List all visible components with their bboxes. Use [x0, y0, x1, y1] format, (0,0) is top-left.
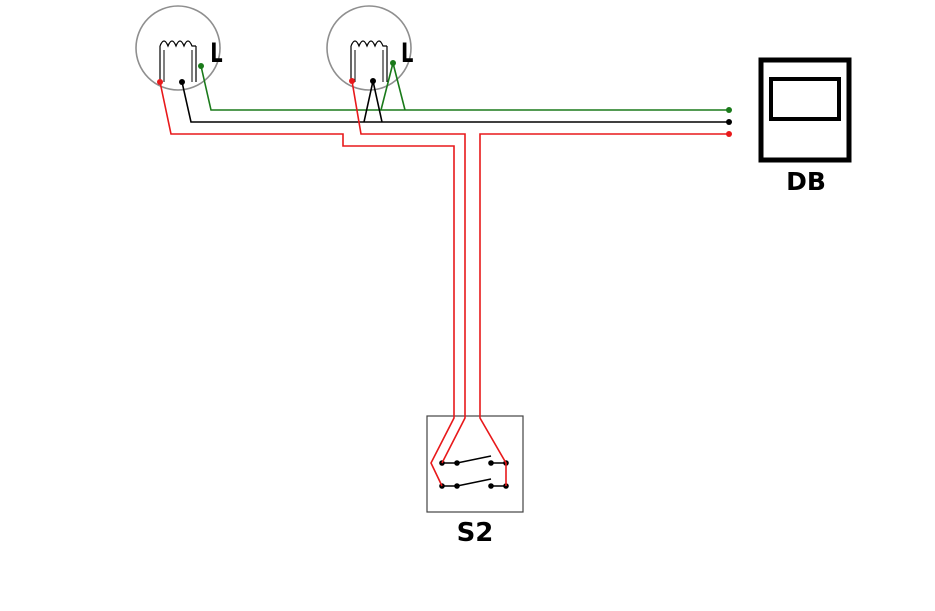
neutral-wires — [181, 80, 729, 123]
lamp-2-filament-icon — [350, 40, 388, 82]
switch-1-contacts — [442, 455, 506, 464]
lamp-1-filament-icon — [159, 40, 197, 82]
neutral-wire-lamp-2 — [363, 80, 383, 123]
phase-supply-wire — [479, 133, 729, 486]
earth-wires — [200, 62, 729, 111]
switch-2-contacts — [442, 478, 506, 487]
lamp-1 — [135, 5, 221, 91]
switch-terminals — [439, 460, 509, 489]
lamp-1-globe — [135, 5, 221, 91]
db-earth-terminal — [726, 107, 732, 113]
switch-box-outline — [426, 415, 524, 513]
lamp-1-label: L — [210, 37, 222, 69]
lamp-2-earth-terminal — [390, 60, 396, 66]
switch-label: S2 — [457, 518, 494, 548]
phase-wires — [159, 80, 729, 487]
lamp-1-phase-terminal — [157, 79, 163, 85]
earth-wire-lamp-1 — [200, 65, 729, 111]
terminal-dots — [157, 60, 732, 137]
distribution-board-label: DB — [786, 167, 826, 196]
lamp-1-earth-terminal — [198, 63, 204, 69]
neutral-wire-lamp-1 — [181, 81, 729, 123]
switch-box — [426, 415, 524, 513]
db-phase-terminal — [726, 131, 732, 137]
lamp-2-phase-terminal — [349, 78, 355, 84]
distribution-board-panel — [769, 77, 841, 121]
switched-wire-lamp-2 — [351, 80, 466, 464]
lamp-1-neutral-terminal — [179, 79, 185, 85]
switched-wire-lamp-1 — [159, 81, 455, 487]
lamp-2-globe — [326, 5, 412, 91]
lamp-2 — [326, 5, 412, 91]
lamp-2-neutral-terminal — [370, 78, 376, 84]
distribution-board — [758, 57, 852, 163]
distribution-board-enclosure — [758, 57, 852, 163]
lamp-2-label: L — [401, 37, 413, 69]
db-neutral-terminal — [726, 119, 732, 125]
